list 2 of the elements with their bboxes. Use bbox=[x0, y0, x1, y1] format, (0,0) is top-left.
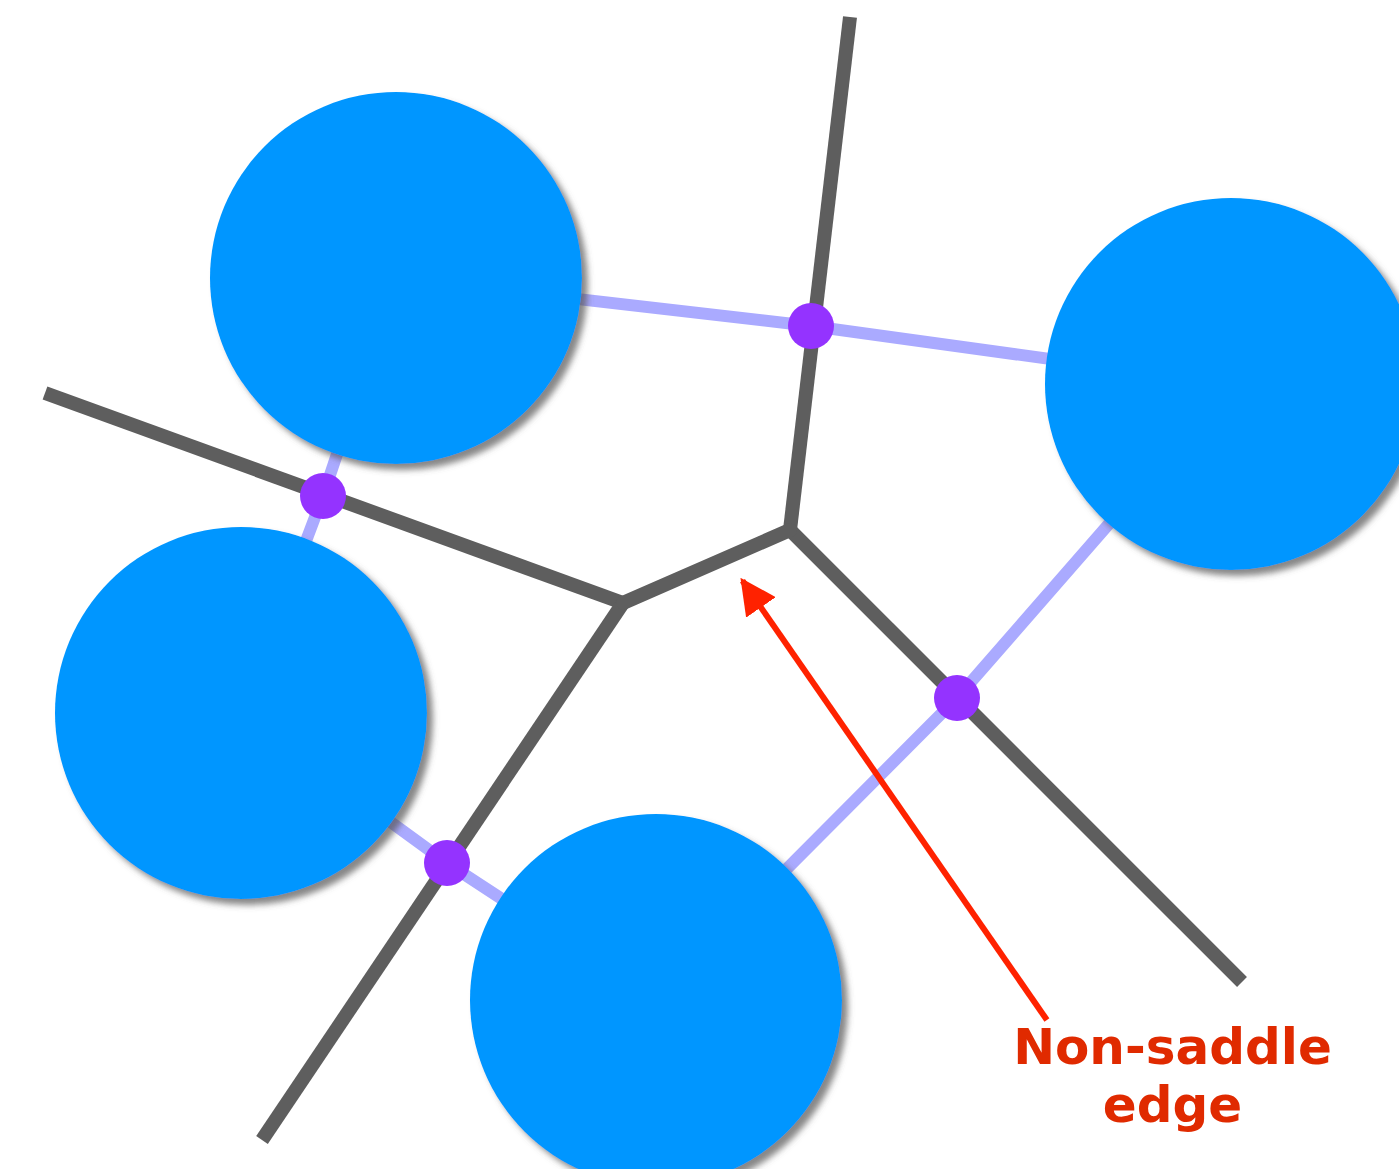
callout-label: Non-saddle edge bbox=[1000, 1018, 1345, 1134]
leader-arrow bbox=[740, 577, 1050, 1022]
